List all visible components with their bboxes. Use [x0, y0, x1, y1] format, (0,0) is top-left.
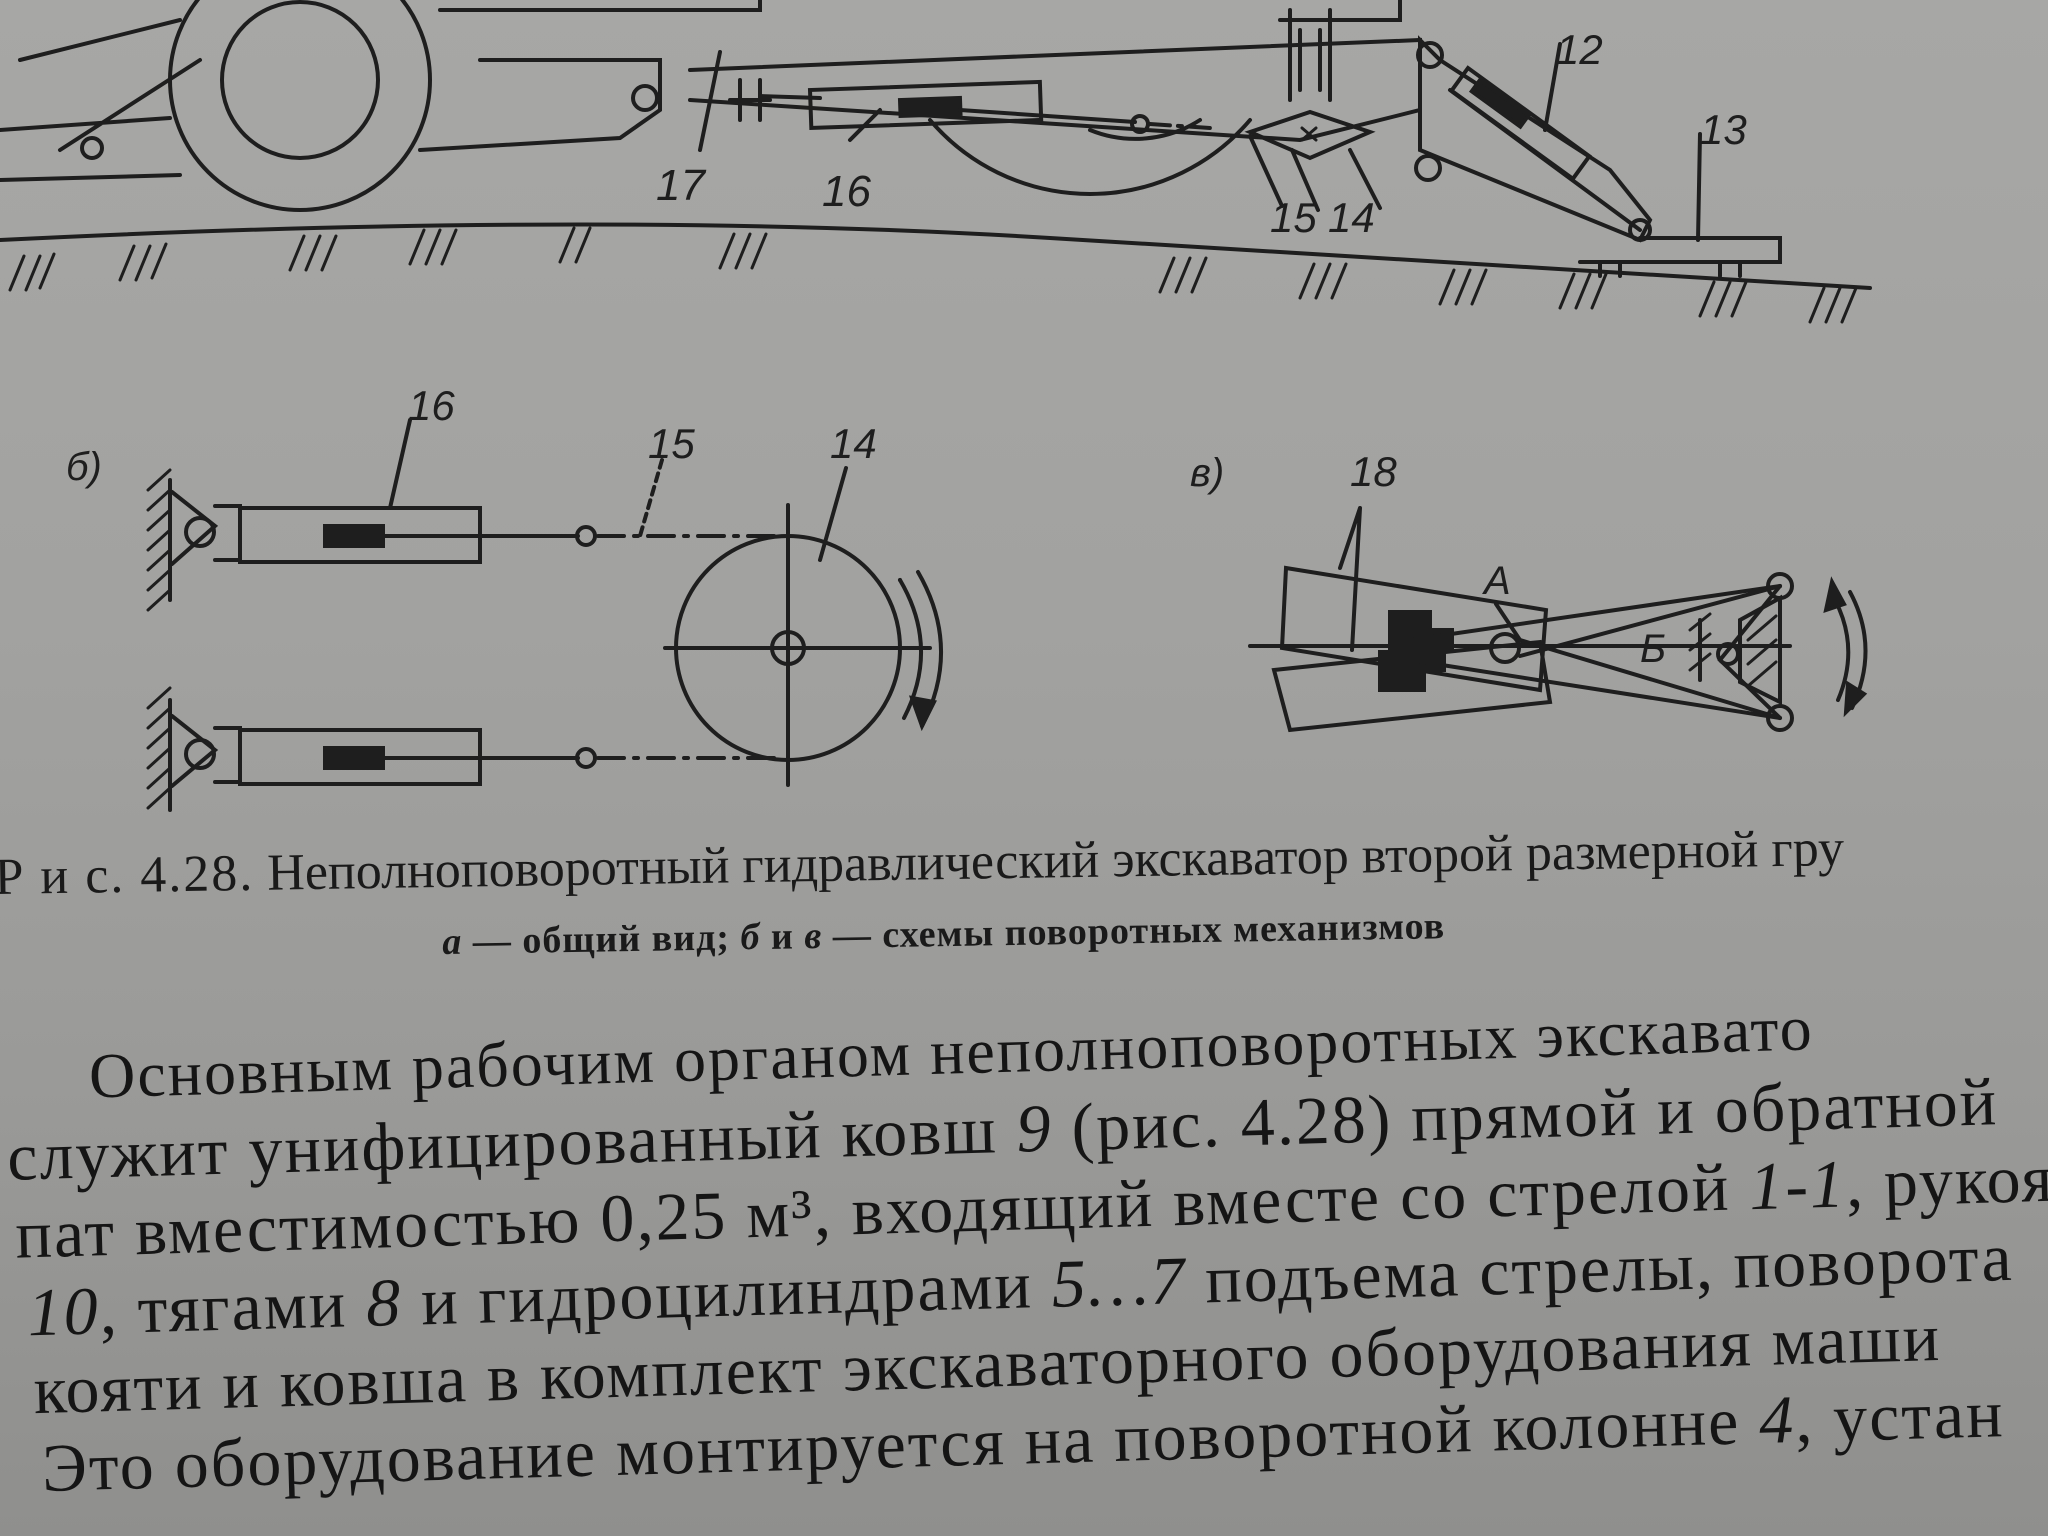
- ref-number: 10: [26, 1272, 101, 1351]
- legend-v-text: — схемы поворотных механизмов: [832, 905, 1446, 957]
- scheme-b: [146, 418, 944, 812]
- scheme-v-label-a: А: [1482, 559, 1511, 603]
- body-text-span: , тягами: [98, 1264, 368, 1349]
- callout-16: 16: [822, 167, 871, 216]
- legend-a-text: — общий вид;: [472, 916, 731, 963]
- callout-13: 13: [1700, 106, 1747, 153]
- scheme-v: [1248, 506, 1868, 733]
- figure-caption-legend: а — общий вид; б и в — схемы поворотных …: [442, 904, 1445, 964]
- body-text-span: , устан: [1794, 1375, 2006, 1458]
- figure-number: Р и с. 4.28.: [0, 844, 255, 906]
- ref-number: 5…7: [1050, 1241, 1188, 1322]
- legend-b: б: [740, 916, 761, 959]
- legend-v: в: [804, 915, 823, 958]
- scheme-b-callout-14: 14: [830, 420, 877, 467]
- ref-number: 9: [1015, 1089, 1054, 1167]
- body-text-span: , рукоят: [1844, 1138, 2048, 1222]
- ref-number: 1-1: [1748, 1145, 1847, 1225]
- scheme-v-callout-18: 18: [1350, 448, 1397, 495]
- scheme-b-callout-15: 15: [648, 420, 695, 467]
- callout-14: 14: [1328, 194, 1375, 241]
- scheme-v-label-b: Б: [1640, 627, 1666, 671]
- body-paragraph: Основным рабочим органом неполноповоротн…: [0, 976, 2048, 1508]
- figure-4-28: 12 13 14 15 16 17 б) 16 15 14 в) 18 А Б: [0, 0, 1872, 812]
- callout-12: 12: [1556, 26, 1603, 73]
- callout-15: 15: [1270, 194, 1317, 241]
- ref-number: 8: [365, 1263, 404, 1341]
- legend-and: и: [770, 915, 795, 958]
- ref-number: 4: [1758, 1381, 1797, 1459]
- legend-a: а: [442, 920, 463, 963]
- scheme-b-callout-16: 16: [408, 382, 455, 429]
- scheme-b-letter: б): [66, 445, 102, 489]
- machine-side-view: [0, 0, 1872, 324]
- callout-17: 17: [656, 161, 706, 210]
- scheme-v-letter: в): [1190, 451, 1224, 495]
